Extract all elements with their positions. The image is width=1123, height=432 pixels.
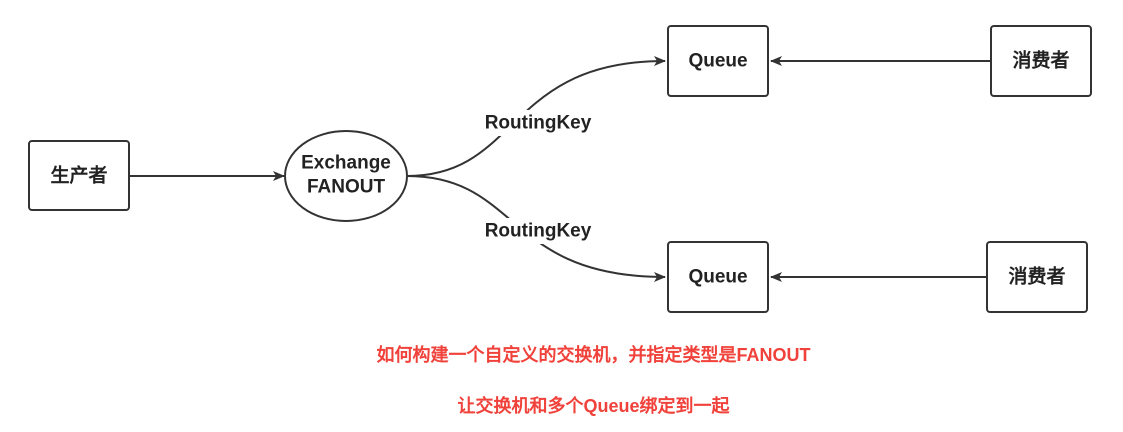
routing-key-bottom-label: RoutingKey xyxy=(485,221,592,242)
producer-node: 生产者 xyxy=(28,140,130,211)
routing-key-bottom-label-bg xyxy=(478,218,598,244)
consumer-bottom-label: 消费者 xyxy=(1008,265,1065,288)
annotation-bind-queues: 让交换机和多个Queue绑定到一起 xyxy=(457,396,730,416)
exchange-name-label: Exchange xyxy=(301,153,391,174)
queue-bottom-node: Queue xyxy=(667,241,769,313)
routing-key-top-label-bg xyxy=(478,110,598,136)
routing-key-top-label: RoutingKey xyxy=(485,113,592,134)
producer-label: 生产者 xyxy=(50,164,107,187)
queue-top-label: Queue xyxy=(688,51,747,72)
annotation-create-exchange: 如何构建一个自定义的交换机，并指定类型是FANOUT xyxy=(376,345,811,365)
queue-bottom-label: Queue xyxy=(688,267,747,288)
consumer-top-label: 消费者 xyxy=(1012,49,1069,72)
consumer-bottom-node: 消费者 xyxy=(986,241,1088,313)
consumer-top-node: 消费者 xyxy=(990,25,1092,97)
queue-top-node: Queue xyxy=(667,25,769,97)
exchange-node: Exchange FANOUT xyxy=(284,130,408,222)
exchange-type-label: FANOUT xyxy=(307,177,386,198)
